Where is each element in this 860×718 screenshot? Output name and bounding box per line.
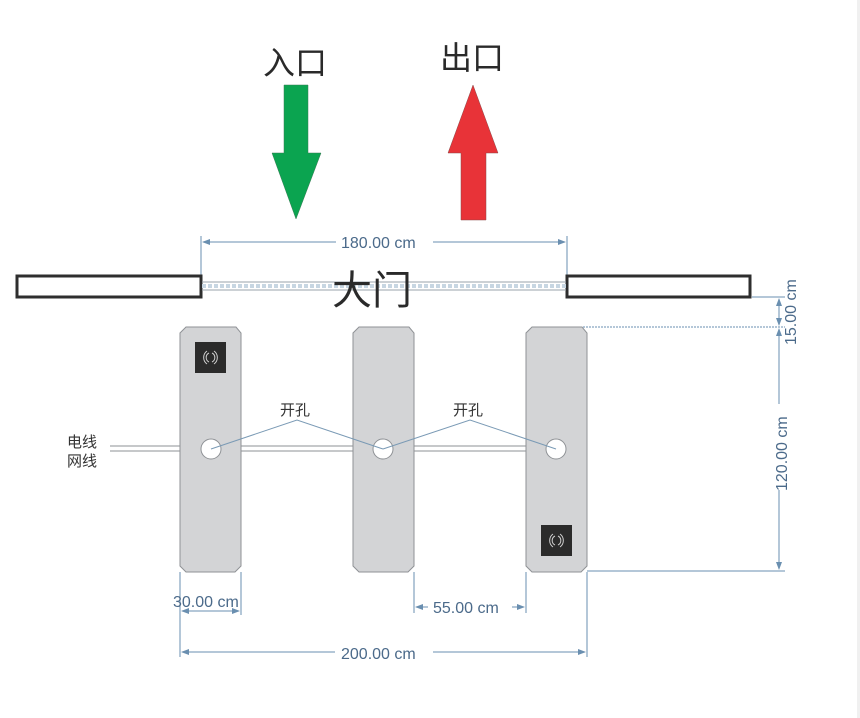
- gate-width-label: 180.00 cm: [341, 235, 416, 252]
- network-cable-label: 网线: [67, 452, 97, 470]
- gate-width-dimension: 180.00 cm: [200, 235, 568, 276]
- entrance-label: 入口: [263, 44, 327, 82]
- hole-label-1: 开孔: [280, 401, 310, 419]
- post-length-label: 120.00 cm: [774, 416, 791, 491]
- entrance-arrow-icon: [271, 84, 322, 220]
- gap-dimension: 15.00 cm: [565, 279, 800, 345]
- exit-arrow-icon: [447, 84, 499, 221]
- total-width-label: 200.00 cm: [341, 646, 416, 663]
- lane-width-label: 55.00 cm: [433, 600, 499, 617]
- gate-label: 大门: [332, 268, 412, 314]
- right-card-reader-icon: [540, 524, 573, 557]
- cables: [110, 445, 556, 452]
- total-width-dimension: 200.00 cm: [181, 572, 588, 663]
- hole-label-2: 开孔: [453, 401, 483, 419]
- post-length-dimension: 120.00 cm: [587, 328, 791, 572]
- post-width-label: 30.00 cm: [173, 594, 239, 611]
- right-wall: [565, 274, 752, 299]
- gap-label: 15.00 cm: [783, 279, 800, 345]
- post-width-dimension: 30.00 cm: [173, 572, 242, 657]
- hole-leader-lines: [210, 419, 557, 450]
- left-card-reader-icon: [194, 341, 227, 374]
- lane-width-dimension: 55.00 cm: [413, 572, 527, 617]
- exit-label: 出口: [440, 39, 504, 77]
- right-edge-border: [857, 0, 860, 718]
- left-wall: [15, 274, 203, 299]
- gate-track: [202, 281, 566, 291]
- power-cable-label: 电线: [67, 433, 97, 451]
